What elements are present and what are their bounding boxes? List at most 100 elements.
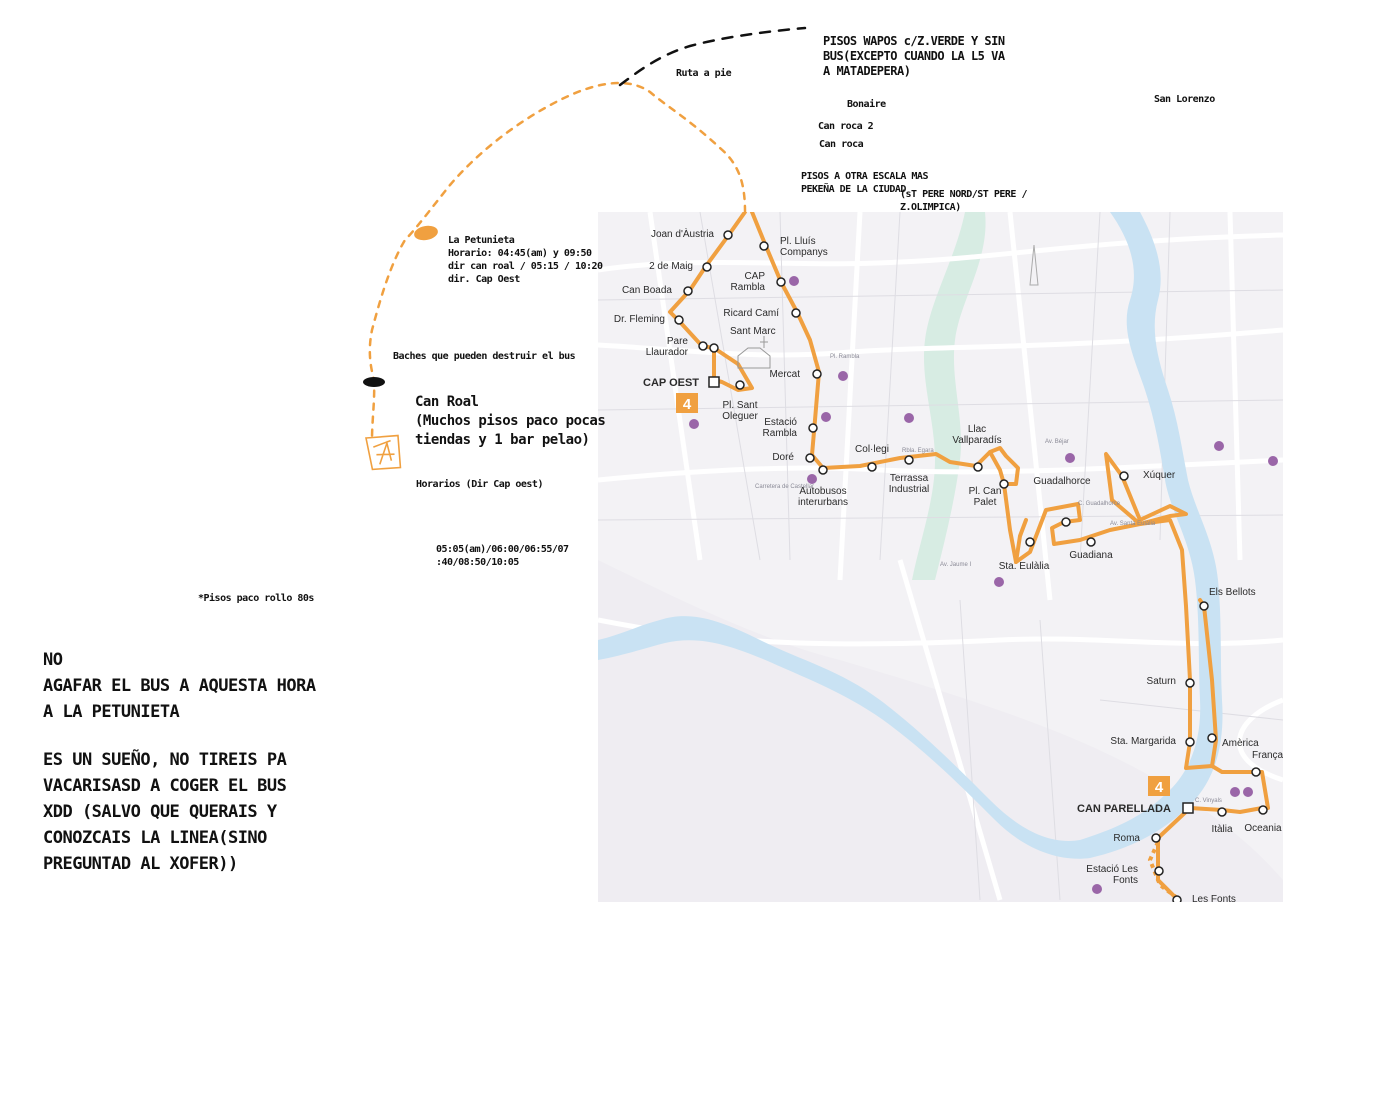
stop-circle — [759, 241, 769, 251]
stop-circle — [709, 343, 719, 353]
street-label-5: Rbla. Egara — [902, 448, 934, 454]
stop-circle — [776, 277, 786, 287]
badge-cap-oest: 4 — [676, 393, 698, 413]
note-line: PISOS A OTRA ESCALA MAS — [801, 171, 928, 182]
note-horarios-times: 05:05(am)/06:00/06:55/07 :40/08:50/10:05 — [436, 543, 569, 569]
stop-circle — [1172, 895, 1182, 902]
stop-circle — [904, 455, 914, 465]
note-line: Horario: 04:45(am) y 09:50 — [448, 248, 592, 259]
note-line: dir. Cap Oest — [448, 274, 520, 285]
note-line: PREGUNTAD AL XOFER)) — [43, 854, 238, 874]
stop-circle — [999, 479, 1009, 489]
stop-circle — [735, 380, 745, 390]
street-label-7: C. Vinyals — [1195, 798, 1222, 804]
stop-circle — [1185, 737, 1195, 747]
stop-circle — [812, 369, 822, 379]
street-label-6: Av. Béjar — [1045, 439, 1069, 445]
note-line: XDD (SALVO QUE QUERAIS Y — [43, 802, 277, 822]
note-warning-2: ES UN SUEÑO, NO TIREIS PA VACARISASD A C… — [43, 747, 287, 877]
stop-circle — [808, 423, 818, 433]
note-can-roca-2: Can roca 2 — [818, 121, 874, 132]
black-route — [618, 26, 807, 87]
stop-circle — [818, 465, 828, 475]
note-line: dir can roal / 05:15 / 10:20 — [448, 261, 603, 272]
note-line: Z.OLIMPICA) — [900, 202, 961, 213]
stop-label: Joan d'Àustria — [651, 227, 714, 240]
note-st-pere: (sT PERE NORD/ST PERE / Z.OLIMPICA) — [900, 188, 1027, 214]
note-line: (sT PERE NORD/ST PERE / — [900, 189, 1027, 200]
stop-label: Can Boada — [622, 285, 672, 296]
hand-drawn-line-badge — [365, 434, 402, 471]
stop-circle — [723, 230, 733, 240]
note-line: 05:05(am)/06:00/06:55/07 — [436, 544, 569, 555]
stop-circle — [791, 308, 801, 318]
street-label-3: C. Guadalhorce — [1078, 501, 1121, 507]
stop-circle — [1025, 537, 1035, 547]
map-panel: 4 4 Pl. Rambla Av. Santa Eulàlia C. Guad… — [598, 212, 1284, 905]
stop-label: Roma — [1113, 833, 1140, 844]
note-line: :40/08:50/10:05 — [436, 557, 519, 568]
stop-label: Xúquer — [1143, 470, 1176, 481]
note-line: tiendas y 1 bar pelao) — [415, 432, 590, 448]
stop-label: Els Bellots — [1209, 587, 1256, 598]
walking-route — [368, 81, 747, 442]
stop-circle — [1185, 678, 1195, 688]
stop-label: Les Fonts — [1192, 894, 1236, 905]
river — [598, 212, 1223, 859]
note-pisos-escala: PISOS A OTRA ESCALA MAS PEKEÑA DE LA CIU… — [801, 170, 928, 196]
note-bonaire: Bonaire — [847, 99, 886, 110]
stop-label: Guadalhorce — [1033, 476, 1091, 487]
note-san-lorenzo: San Lorenzo — [1154, 94, 1215, 105]
note-ruta-a-pie: Ruta a pie — [676, 68, 732, 79]
tower-icon — [1029, 244, 1039, 286]
stop-circle — [1217, 807, 1227, 817]
note-can-roal: Can Roal (Muchos pisos paco pocas tienda… — [415, 393, 606, 450]
stop-circle — [1199, 601, 1209, 611]
street-label-8: Carretera de Castellar — [755, 484, 814, 490]
stop-circle — [702, 262, 712, 272]
stop-label: Mercat — [769, 369, 800, 380]
stop-label: Sant Marc — [730, 326, 776, 337]
stop-label: Dr. Fleming — [614, 314, 665, 325]
street-label-4: Av. Jaume I — [940, 562, 971, 568]
note-line: A LA PETUNIETA — [43, 702, 180, 722]
stop-label: Oceania — [1244, 823, 1282, 834]
stop-label: Sta. Margarida — [1110, 736, 1176, 747]
note-line: AGAFAR EL BUS A AQUESTA HORA — [43, 676, 316, 696]
stop-circle — [805, 453, 815, 463]
stop-circle — [698, 341, 708, 351]
note-pisos-paco: *Pisos paco rollo 80s — [198, 593, 314, 604]
stop-label: Saturn — [1147, 676, 1176, 687]
note-warning-1: NO AGAFAR EL BUS A AQUESTA HORA A LA PET… — [43, 647, 316, 725]
stop-circle — [1258, 805, 1268, 815]
stop-label: Guadiana — [1069, 550, 1113, 561]
stop-label: Doré — [772, 452, 794, 463]
note-line: NO — [43, 650, 63, 670]
svg-text:4: 4 — [683, 396, 692, 413]
terminal-can-parellada: CAN PARELLADA — [1077, 803, 1171, 815]
stop-label: Ricard Camí — [723, 308, 779, 319]
stop-label: Amèrica — [1222, 738, 1259, 749]
stop-label: Col·legi — [855, 444, 889, 455]
stop-circle — [1086, 537, 1096, 547]
note-petunieta: La Petunieta Horario: 04:45(am) y 09:50 … — [448, 234, 603, 286]
note-line: Can Roal — [415, 394, 479, 410]
stop-label: França — [1252, 750, 1284, 761]
pothole-marker — [363, 377, 385, 387]
svg-text:4: 4 — [1155, 779, 1164, 796]
stop-label: 2 de Maig — [649, 261, 693, 272]
note-line: ES UN SUEÑO, NO TIREIS PA — [43, 750, 287, 770]
stop-circle — [1061, 517, 1071, 527]
stop-circle — [683, 286, 693, 296]
note-horarios-title: Horarios (Dir Cap oest) — [416, 479, 543, 490]
note-line: PEKEÑA DE LA CIUDAD — [801, 184, 906, 195]
sant-marc-church-icon — [737, 336, 771, 369]
